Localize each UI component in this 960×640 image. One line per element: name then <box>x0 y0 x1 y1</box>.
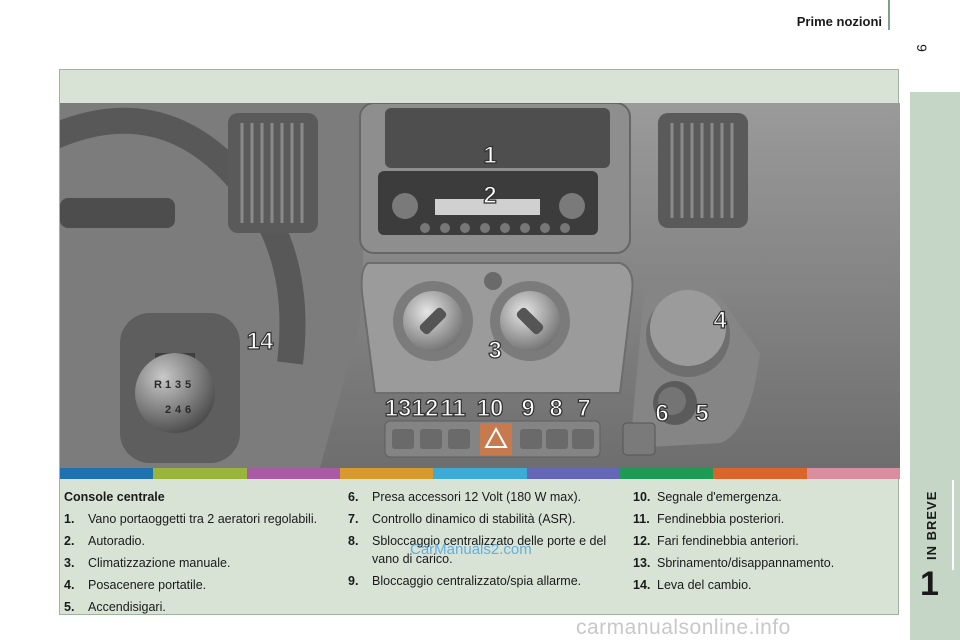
callout-12: 12 <box>412 395 439 422</box>
legend-text: Climatizzazione manuale. <box>88 556 231 570</box>
callout-1: 1 <box>483 142 496 169</box>
callout-2: 2 <box>483 182 496 209</box>
legend-column-1: Console centrale 1. Vano portaoggetti tra… <box>64 488 336 620</box>
watermark-inline: CarManuals2.com <box>410 541 532 558</box>
legend-text: Controllo dinamico di stabilità (ASR). <box>372 512 576 526</box>
legend-num: 7. <box>348 512 359 526</box>
legend-text: Sbrinamento/disappannamento. <box>657 556 835 570</box>
gear-label: 6 <box>185 404 191 416</box>
color-bar-segment <box>433 468 527 479</box>
legend-num: 8. <box>348 534 359 548</box>
gear-label: 4 <box>175 404 182 416</box>
legend-text: Autoradio. <box>88 534 145 548</box>
legend-item: 2. Autoradio. <box>64 532 336 550</box>
legend-num: 6. <box>348 490 359 504</box>
legend-text: Accendisigari. <box>88 600 166 614</box>
callout-11: 11 <box>440 395 465 422</box>
chapter-number: 1 <box>920 565 939 603</box>
legend-num: 1. <box>64 512 75 526</box>
legend-item: 11. Fendinebbia posteriori. <box>633 510 895 528</box>
legend-item: 12. Fari fendinebbia anteriori. <box>633 532 895 550</box>
callout-4: 4 <box>713 307 727 334</box>
gear-label: 3 <box>175 379 181 391</box>
color-bar-segment <box>339 468 434 479</box>
side-tab-rule <box>952 480 954 570</box>
side-tab-label: IN BREVE <box>924 490 939 560</box>
legend-num: 11. <box>633 512 650 526</box>
dashboard-illustration: R 1 3 5 2 4 6 1 2 3 4 5 6 7 8 9 10 11 12… <box>60 103 900 468</box>
gear-label: 1 <box>165 379 171 391</box>
gear-label: 2 <box>165 404 171 416</box>
legend-text: Vano portaoggetti tra 2 aeratori regolab… <box>88 512 318 526</box>
legend-item: 7. Controllo dinamico di stabilità (ASR). <box>348 510 618 528</box>
color-bar-segment <box>619 468 714 479</box>
legend-item: 14. Leva del cambio. <box>633 576 895 594</box>
color-bar-segment <box>526 468 620 479</box>
gear-label: 5 <box>185 379 191 391</box>
legend-column-2: 6. Presa accessori 12 Volt (180 W max). 7… <box>348 488 618 594</box>
legend-num: 3. <box>64 556 75 570</box>
legend-item: 3. Climatizzazione manuale. <box>64 554 336 572</box>
legend-num: 10. <box>633 490 651 504</box>
header-rule <box>888 0 890 30</box>
legend-num: 13. <box>633 556 651 570</box>
legend-item: 1. Vano portaoggetti tra 2 aeratori regol… <box>64 510 336 528</box>
legend-num: 9. <box>348 574 359 588</box>
callout-3: 3 <box>488 337 501 364</box>
legend-num: 14. <box>633 578 651 592</box>
gear-label: R <box>154 379 162 391</box>
side-tab <box>910 92 960 640</box>
legend-item: 5. Accendisigari. <box>64 598 336 616</box>
section-color-bar <box>60 468 900 479</box>
dashboard-photo: R 1 3 5 2 4 6 1 2 3 4 5 6 7 8 9 10 11 12… <box>60 103 900 468</box>
legend-column-3: 10. Segnale d'emergenza. 11. Fendinebbia p… <box>633 488 895 598</box>
legend-item: 10. Segnale d'emergenza. <box>633 488 895 506</box>
legend-text: Sbloccaggio centralizzato delle porte e … <box>372 534 607 566</box>
page-number: 9 <box>913 44 930 52</box>
color-bar-segment <box>246 468 340 479</box>
legend-heading: Console centrale <box>64 490 165 504</box>
legend-num: 12. <box>633 534 651 548</box>
legend-text: Fendinebbia posteriori. <box>657 512 785 526</box>
callout-10: 10 <box>477 395 504 422</box>
color-bar-segment <box>60 468 154 479</box>
callout-8: 8 <box>549 395 562 422</box>
legend-item: 8. Sbloccaggio centralizzato delle porte … <box>348 532 618 568</box>
legend-text: Bloccaggio centralizzato/spia allarme. <box>372 574 582 588</box>
legend-text: Fari fendinebbia anteriori. <box>657 534 799 548</box>
callout-5: 5 <box>695 400 708 427</box>
legend-text: Posacenere portatile. <box>88 578 207 592</box>
color-bar-segment <box>713 468 807 479</box>
legend-item: 4. Posacenere portatile. <box>64 576 336 594</box>
legend-item: 13. Sbrinamento/disappannamento. <box>633 554 895 572</box>
callout-9: 9 <box>521 395 534 422</box>
watermark-footer: carmanualsonline.info <box>576 616 791 639</box>
callout-14: 14 <box>247 328 274 355</box>
color-bar-segment <box>806 468 900 479</box>
legend-text: Leva del cambio. <box>657 578 752 592</box>
callout-6: 6 <box>655 400 668 427</box>
legend-item: 6. Presa accessori 12 Volt (180 W max). <box>348 488 618 506</box>
legend-num: 4. <box>64 578 75 592</box>
legend-text: Presa accessori 12 Volt (180 W max). <box>372 490 582 504</box>
legend-num: 2. <box>64 534 75 548</box>
page-header-title: Prime nozioni <box>796 14 882 29</box>
legend-text: Segnale d'emergenza. <box>657 490 782 504</box>
callout-7: 7 <box>577 395 590 422</box>
legend-item: 9. Bloccaggio centralizzato/spia allarme. <box>348 572 618 590</box>
color-bar-segment <box>153 468 247 479</box>
legend-num: 5. <box>64 600 75 614</box>
callout-13: 13 <box>385 395 412 422</box>
